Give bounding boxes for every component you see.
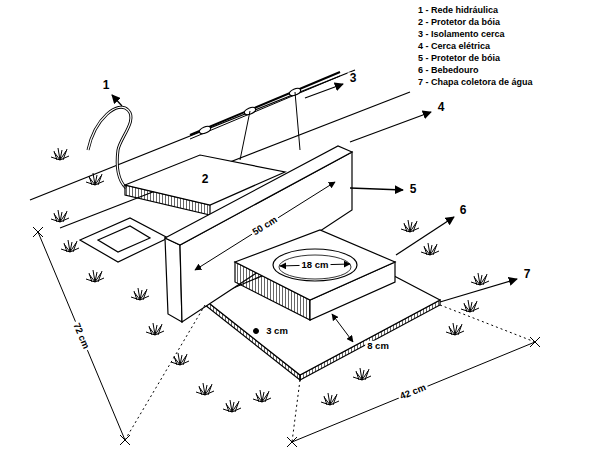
key-entry: 5 - Protetor de bóia — [418, 54, 500, 64]
key-entry: 1 - Rede hidráulica — [418, 6, 498, 16]
leader-line — [440, 279, 517, 302]
leader-line — [350, 188, 403, 190]
grass-tuft — [421, 243, 439, 255]
extension-line — [125, 305, 205, 440]
dimension-label: 50 cm — [249, 213, 281, 238]
fence-wire — [190, 76, 340, 139]
key-entry: 2 - Protetor da bóia — [418, 18, 500, 28]
extension-line — [292, 380, 300, 442]
grass-tuft — [51, 148, 69, 160]
callout-number: 6 — [458, 204, 469, 217]
leader-line — [396, 217, 454, 255]
water-pipe-inner — [88, 107, 131, 188]
key-entry: 7 - Chapa coletora de água — [418, 78, 533, 88]
grass-tuft — [461, 300, 479, 312]
dimension-label: 18 cm — [300, 260, 331, 270]
grass-tuft — [401, 220, 419, 232]
dimension-cross — [120, 435, 130, 445]
fence-insulator — [198, 125, 211, 135]
wall-end — [165, 238, 182, 322]
grass-tuft — [131, 288, 149, 300]
grass-tuft — [171, 353, 189, 365]
grass-tuft — [353, 368, 371, 380]
electric-fence — [190, 72, 340, 160]
dimension-line — [292, 342, 535, 442]
grass-tuft — [146, 323, 164, 335]
trough-top — [235, 230, 395, 300]
trough-bowl-inner — [279, 255, 351, 279]
dimension-cross — [33, 227, 43, 237]
callout-number: 4 — [436, 101, 447, 114]
trough-bowl — [273, 249, 357, 281]
key-entry: 3 - Isolamento cerca — [418, 30, 505, 40]
callout-number: 3 — [348, 72, 359, 85]
dimension-dot — [254, 329, 259, 334]
water-pipe — [88, 107, 131, 188]
leader-lines — [112, 84, 517, 302]
callout-number: 5 — [408, 183, 419, 196]
dimension-label: 3 cm — [264, 326, 290, 336]
callout-number: 2 — [200, 173, 211, 186]
leader-line — [112, 95, 122, 106]
fence-wire — [190, 72, 340, 135]
extension-line — [440, 305, 535, 342]
grass-tuft — [321, 393, 339, 405]
leader-line — [350, 112, 431, 142]
wall-top — [165, 146, 352, 245]
dimension-arrow — [195, 182, 335, 270]
grass-tuft — [51, 210, 69, 222]
key-entry: 6 - Bebedouro — [418, 66, 479, 76]
ground-lines — [30, 70, 410, 228]
callout-number: 1 — [101, 79, 112, 92]
grass-tuft — [446, 323, 464, 335]
frame-hole — [98, 226, 150, 252]
dimension-label: 42 cm — [397, 381, 430, 402]
opening-frame — [80, 218, 168, 262]
dimension-lines — [33, 182, 540, 447]
grass-tuft — [471, 273, 489, 285]
dimension-arrow — [332, 314, 353, 342]
drinking-trough — [235, 230, 395, 320]
grass-tuft — [86, 173, 104, 185]
fence-tie — [295, 92, 300, 150]
fence-tie — [240, 111, 250, 160]
key-entry: 4 - Cerca elétrica — [418, 42, 490, 52]
dimension-label: 72 cm — [70, 320, 92, 353]
grass-tuft — [223, 400, 241, 412]
frame-outline — [80, 218, 168, 262]
grass-tuft — [253, 390, 271, 402]
dimension-cross — [287, 437, 297, 447]
grass-tuft — [196, 383, 214, 395]
grass-tuft — [61, 240, 79, 252]
dimension-line — [38, 232, 125, 440]
grass-tuft — [86, 270, 104, 282]
callout-number: 7 — [522, 268, 533, 281]
dimension-label: 8 cm — [365, 341, 391, 351]
leader-line — [305, 84, 343, 98]
